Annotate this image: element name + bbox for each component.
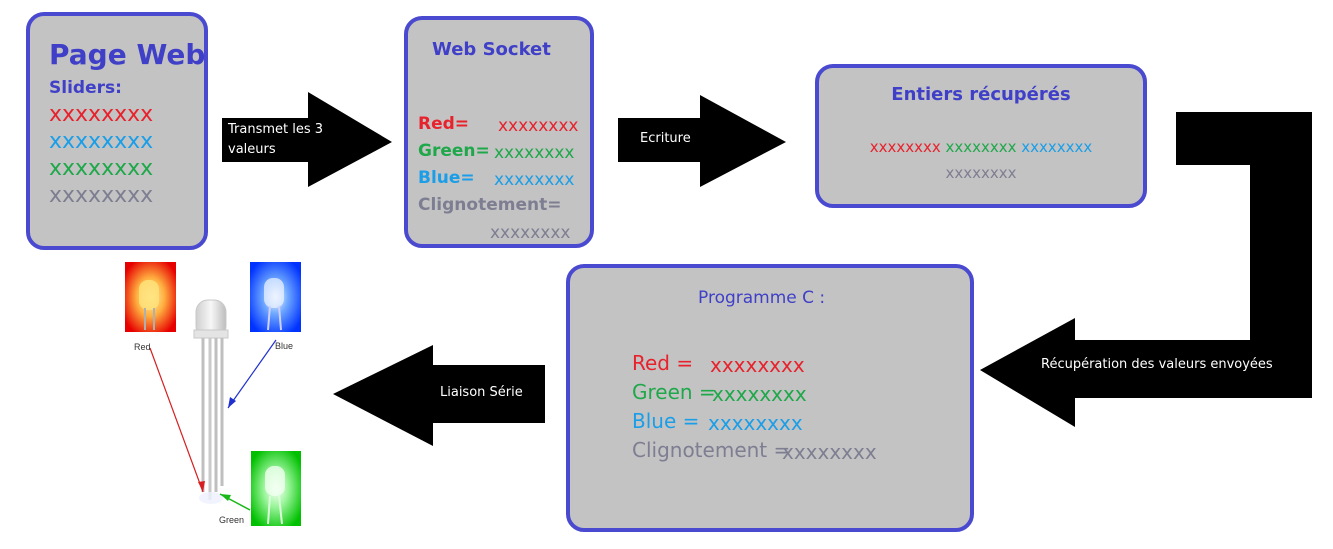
- page-web-red-value: xxxxxxxx: [49, 102, 154, 127]
- arrow-liaison: [333, 345, 545, 446]
- entiers-blue-value: xxxxxxxx: [1021, 138, 1093, 156]
- pc-green-value: xxxxxxxx: [712, 382, 807, 406]
- entiers-gray-value: xxxxxxxx: [945, 164, 1017, 182]
- rgb-led-component: [193, 299, 229, 504]
- ws-blue-label: Blue=: [418, 168, 475, 188]
- web-socket-title: Web Socket: [432, 39, 551, 60]
- web-socket-box: Web Socket Red= xxxxxxxx Green= xxxxxxxx…: [404, 16, 594, 248]
- pc-green-label: Green =: [632, 380, 716, 404]
- liaison-label: Liaison Série: [440, 385, 523, 400]
- arrow-transmet: [222, 92, 392, 187]
- ws-red-label: Red=: [418, 114, 470, 134]
- led-label-green: Green: [219, 515, 244, 525]
- entiers-green-value: xxxxxxxx: [945, 138, 1017, 156]
- pc-blue-value: xxxxxxxx: [708, 411, 803, 435]
- pc-red-value: xxxxxxxx: [710, 353, 805, 377]
- transmet-line2: valeurs: [228, 142, 276, 157]
- transmet-line1: Transmet les 3: [228, 122, 324, 137]
- red-connector-line: [149, 347, 204, 493]
- entiers-values-row: xxxxxxxx xxxxxxxx xxxxxxxx: [819, 138, 1143, 156]
- entiers-box: Entiers récupérés xxxxxxxx xxxxxxxx xxxx…: [815, 64, 1147, 208]
- blue-connector-line: [227, 339, 277, 409]
- pc-clign-label: Clignotement =: [632, 438, 791, 462]
- programme-c-title: Programme C :: [698, 288, 826, 308]
- page-web-gray-value: xxxxxxxx: [49, 183, 154, 208]
- ws-red-value: xxxxxxxx: [498, 116, 579, 136]
- ws-clign-value: xxxxxxxx: [490, 223, 571, 243]
- page-web-box: Page Web Sliders: xxxxxxxx xxxxxxxx xxxx…: [26, 12, 208, 250]
- led-label-red: Red: [134, 342, 151, 352]
- page-web-blue-value: xxxxxxxx: [49, 129, 154, 154]
- led-label-blue: Blue: [275, 341, 293, 351]
- pc-blue-label: Blue =: [632, 409, 700, 433]
- arrow-ecriture: [618, 95, 786, 187]
- ws-green-label: Green=: [418, 141, 490, 161]
- page-web-green-value: xxxxxxxx: [49, 156, 154, 181]
- arrow-recuperation: [980, 112, 1312, 427]
- pc-clign-value: xxxxxxxx: [782, 440, 877, 464]
- pc-red-label: Red =: [632, 351, 694, 375]
- ws-blue-value: xxxxxxxx: [494, 170, 575, 190]
- recuperation-label: Récupération des valeurs envoyées: [1041, 357, 1273, 372]
- ws-clign-label: Clignotement=: [418, 195, 562, 215]
- page-web-title: Page Web: [49, 38, 206, 71]
- ecriture-label: Ecriture: [640, 131, 691, 146]
- ws-green-value: xxxxxxxx: [494, 143, 575, 163]
- entiers-red-value: xxxxxxxx: [869, 138, 941, 156]
- entiers-title: Entiers récupérés: [891, 84, 1071, 105]
- programme-c-box: Programme C : Red = xxxxxxxx Green = xxx…: [566, 264, 974, 532]
- transmet-label: Transmet les 3 valeurs: [228, 120, 323, 160]
- page-web-subtitle: Sliders:: [49, 78, 122, 98]
